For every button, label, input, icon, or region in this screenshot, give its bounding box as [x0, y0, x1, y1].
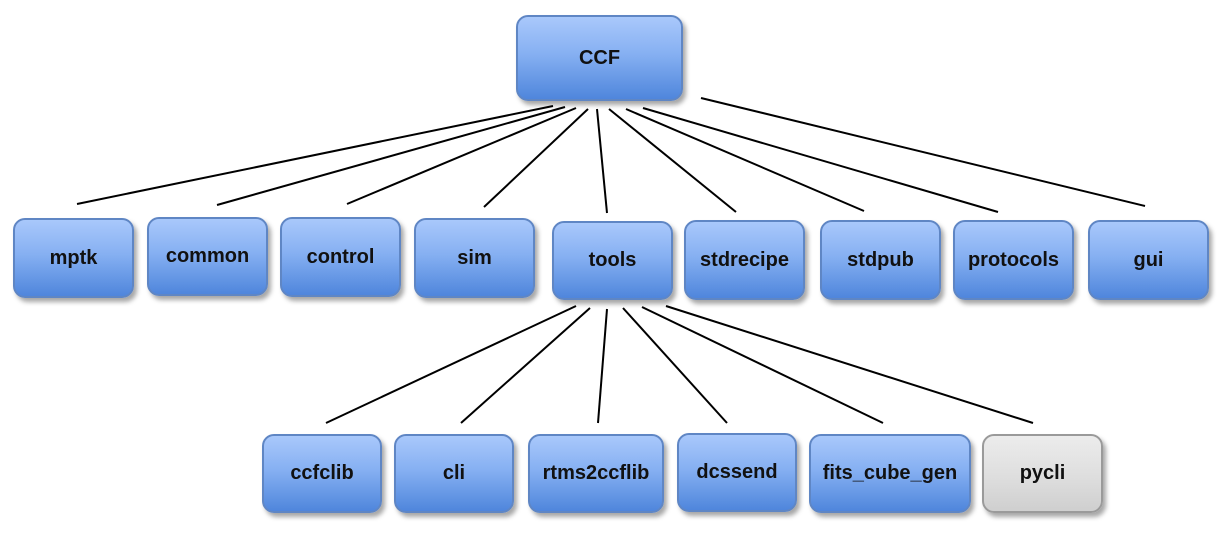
edge-tools-dcssend: [622, 307, 728, 424]
node-common[interactable]: common: [147, 217, 268, 296]
node-ccf[interactable]: CCF: [516, 15, 683, 101]
edge-ccf-mptk: [76, 105, 554, 205]
edge-ccf-common: [216, 106, 566, 206]
edge-tools-rtms2ccflib: [597, 308, 608, 424]
node-dcssend[interactable]: dcssend: [677, 433, 797, 512]
edge-ccf-gui: [700, 97, 1146, 207]
node-sim[interactable]: sim: [414, 218, 535, 298]
edge-ccf-stdpub: [625, 108, 865, 212]
edge-tools-ccfclib: [325, 305, 577, 424]
node-pycli[interactable]: pycli: [982, 434, 1103, 513]
edge-ccf-stdrecipe: [608, 108, 737, 213]
node-fits_cube_gen[interactable]: fits_cube_gen: [809, 434, 971, 513]
node-control[interactable]: control: [280, 217, 401, 297]
edge-ccf-sim: [483, 108, 589, 208]
node-stdpub[interactable]: stdpub: [820, 220, 941, 300]
node-rtms2ccflib[interactable]: rtms2ccflib: [528, 434, 664, 513]
node-tools[interactable]: tools: [552, 221, 673, 300]
edge-ccf-tools: [596, 108, 608, 214]
edge-tools-fits_cube_gen: [641, 306, 884, 424]
node-gui[interactable]: gui: [1088, 220, 1209, 300]
node-cli[interactable]: cli: [394, 434, 514, 513]
edge-ccf-protocols: [642, 107, 999, 213]
edge-tools-pycli: [665, 305, 1034, 424]
edge-ccf-control: [346, 107, 577, 205]
node-protocols[interactable]: protocols: [953, 220, 1074, 300]
node-mptk[interactable]: mptk: [13, 218, 134, 298]
node-ccfclib[interactable]: ccfclib: [262, 434, 382, 513]
edge-tools-cli: [460, 307, 591, 424]
node-stdrecipe[interactable]: stdrecipe: [684, 220, 805, 300]
